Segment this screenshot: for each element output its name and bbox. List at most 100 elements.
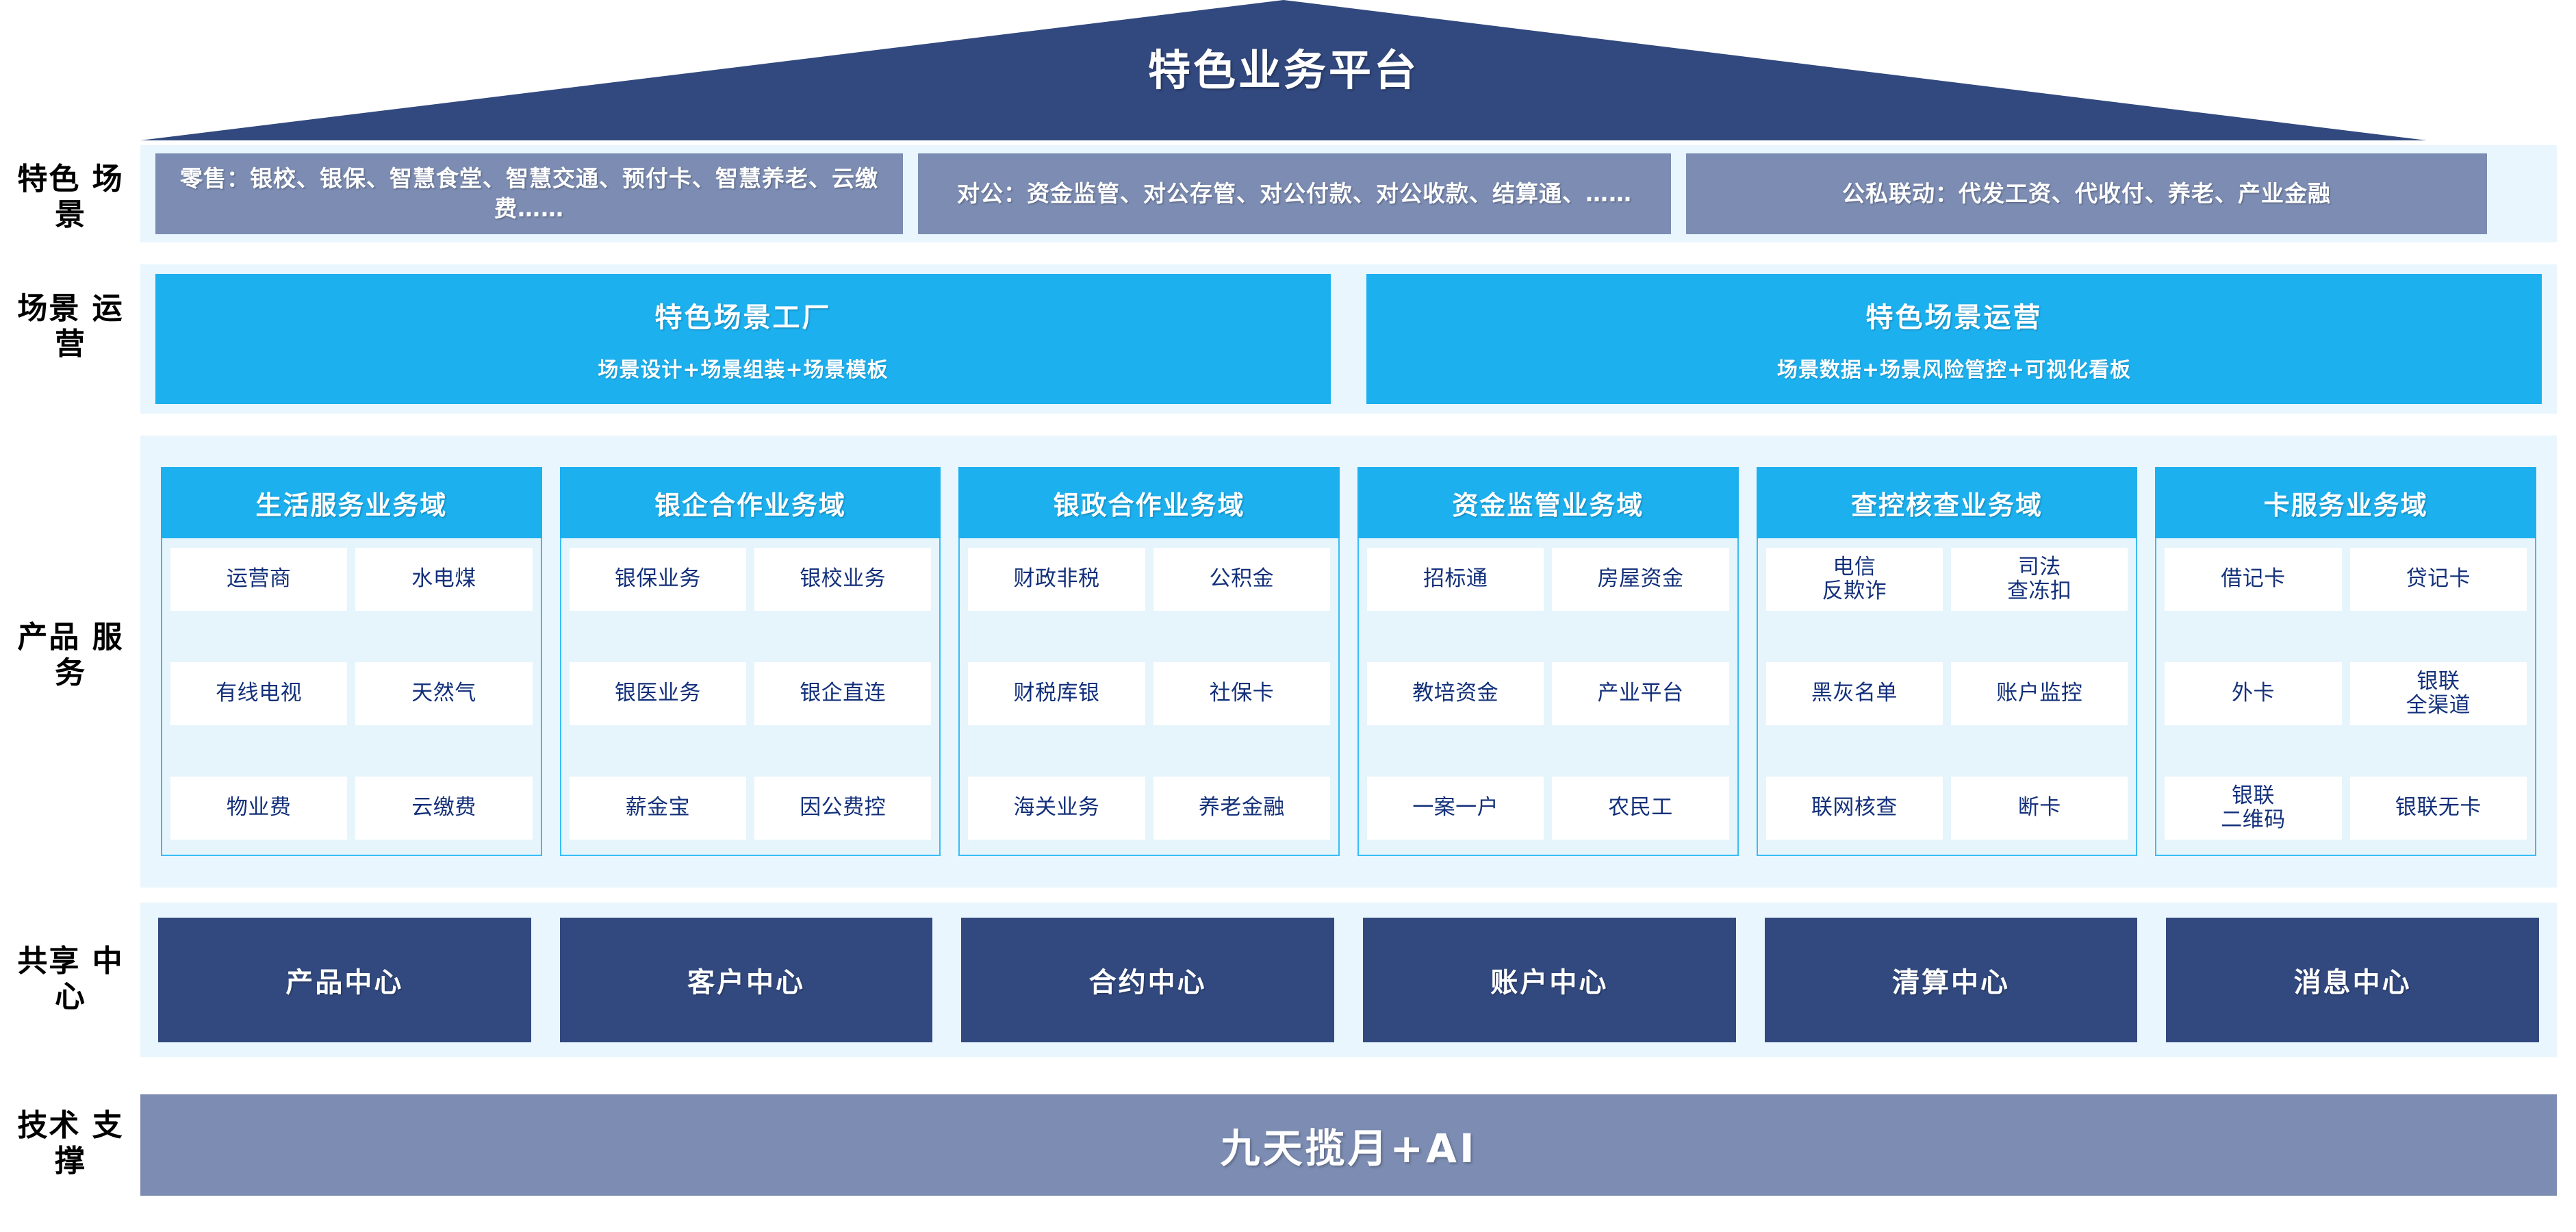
domain-tile[interactable]: 水电煤 — [355, 548, 533, 611]
domain-tile[interactable]: 联网核查 — [1765, 777, 1943, 840]
domain-tile-row: 招标通房屋资金 — [1367, 548, 1729, 611]
domain-body: 银保业务银校业务银医业务银企直连薪金宝因公费控 — [559, 538, 941, 856]
shared-center-box[interactable]: 消息中心 — [2166, 918, 2540, 1042]
domain-column: 银政合作业务域财政非税公积金财税库银社保卡海关业务养老金融 — [958, 467, 1340, 856]
domain-column: 资金监管业务域招标通房屋资金教培资金产业平台一案一户农民工 — [1357, 467, 1739, 856]
domain-tile-row: 财政非税公积金 — [968, 548, 1331, 611]
domain-tile-row: 薪金宝因公费控 — [569, 777, 932, 840]
domain-tile[interactable]: 银联无卡 — [2349, 777, 2527, 840]
scene-box-public-private[interactable]: 公私联动：代发工资、代收付、养老、产业金融 — [1686, 153, 2487, 234]
domain-tile-row: 电信 反欺诈司法 查冻扣 — [1765, 548, 2128, 611]
domain-tile[interactable]: 借记卡 — [2165, 548, 2342, 611]
shared-center-box[interactable]: 产品中心 — [158, 918, 531, 1042]
domain-column-list: 生活服务业务域运营商水电煤有线电视天然气物业费云缴费银企合作业务域银保业务银校业… — [140, 436, 2557, 888]
domain-tile[interactable]: 物业费 — [170, 777, 348, 840]
domain-tile[interactable]: 薪金宝 — [569, 777, 747, 840]
shared-center-box[interactable]: 客户中心 — [559, 918, 933, 1042]
domain-body: 借记卡贷记卡外卡银联 全渠道银联 二维码银联无卡 — [2155, 538, 2537, 856]
operation-box-scene-operation[interactable]: 特色场景运营 场景数据+场景风险管控+可视化看板 — [1366, 274, 2542, 404]
scene-box-retail[interactable]: 零售：银校、银保、智慧食堂、智慧交通、预付卡、智慧养老、云缴费…… — [155, 153, 903, 234]
domain-tile-row: 银医业务银企直连 — [569, 662, 932, 725]
domain-tile-row: 外卡银联 全渠道 — [2165, 662, 2527, 725]
domain-tile-row: 财税库银社保卡 — [968, 662, 1331, 725]
shared-center-box[interactable]: 清算中心 — [1764, 918, 2138, 1042]
domain-body: 财政非税公积金财税库银社保卡海关业务养老金融 — [958, 538, 1340, 856]
domain-tile-row: 物业费云缴费 — [170, 777, 533, 840]
operation-box-list: 特色场景工厂 场景设计+场景组装+场景模板 特色场景运营 场景数据+场景风险管控… — [140, 264, 2557, 414]
domain-column: 卡服务业务域借记卡贷记卡外卡银联 全渠道银联 二维码银联无卡 — [2155, 467, 2537, 856]
scene-band: 零售：银校、银保、智慧食堂、智慧交通、预付卡、智慧养老、云缴费…… 对公：资金监… — [140, 145, 2557, 242]
domain-tile[interactable]: 农民工 — [1552, 777, 1729, 840]
domain-tile[interactable]: 黑灰名单 — [1765, 662, 1943, 725]
domain-tile[interactable]: 财政非税 — [968, 548, 1145, 611]
domain-tile[interactable]: 电信 反欺诈 — [1765, 548, 1943, 611]
domain-tile[interactable]: 社保卡 — [1153, 662, 1331, 725]
domain-tile[interactable]: 养老金融 — [1153, 777, 1331, 840]
domain-tile-row: 海关业务养老金融 — [968, 777, 1331, 840]
domain-body: 电信 反欺诈司法 查冻扣黑灰名单账户监控联网核查断卡 — [1756, 538, 2138, 856]
shared-center-band: 产品中心客户中心合约中心账户中心清算中心消息中心 — [140, 903, 2557, 1057]
domain-tile[interactable]: 云缴费 — [355, 777, 533, 840]
domain-header[interactable]: 银企合作业务域 — [559, 467, 941, 538]
operation-box-scene-factory[interactable]: 特色场景工厂 场景设计+场景组装+场景模板 — [155, 274, 1331, 404]
domain-tile-row: 银保业务银校业务 — [569, 548, 932, 611]
roof-shape-icon — [140, 0, 2427, 140]
domain-header[interactable]: 资金监管业务域 — [1357, 467, 1739, 538]
domain-header[interactable]: 卡服务业务域 — [2155, 467, 2537, 538]
domain-header[interactable]: 银政合作业务域 — [958, 467, 1340, 538]
domain-tile[interactable]: 海关业务 — [968, 777, 1145, 840]
domain-tile-row: 一案一户农民工 — [1367, 777, 1729, 840]
domain-tile-row: 运营商水电煤 — [170, 548, 533, 611]
domain-tile[interactable]: 银医业务 — [569, 662, 747, 725]
domain-tile[interactable]: 司法 查冻扣 — [1951, 548, 2128, 611]
domain-tile-row: 黑灰名单账户监控 — [1765, 662, 2128, 725]
domain-tile[interactable]: 银联 全渠道 — [2349, 662, 2527, 725]
operation-subtitle: 场景设计+场景组装+场景模板 — [598, 358, 889, 382]
domain-tile[interactable]: 产业平台 — [1552, 662, 1729, 725]
domain-tile[interactable]: 贷记卡 — [2349, 548, 2527, 611]
operation-band: 特色场景工厂 场景设计+场景组装+场景模板 特色场景运营 场景数据+场景风险管控… — [140, 264, 2557, 414]
domain-tile-row: 联网核查断卡 — [1765, 777, 2128, 840]
domain-body: 招标通房屋资金教培资金产业平台一案一户农民工 — [1357, 538, 1739, 856]
operation-title: 特色场景运营 — [1865, 302, 2043, 334]
domain-tile[interactable]: 银校业务 — [754, 548, 932, 611]
domain-tile[interactable]: 银保业务 — [569, 548, 747, 611]
domain-tile[interactable]: 有线电视 — [170, 662, 348, 725]
row-label-operation: 场景 运营 — [17, 291, 124, 362]
row-label-tech-support: 技术 支撑 — [17, 1108, 124, 1179]
domain-tile[interactable]: 教培资金 — [1367, 662, 1544, 725]
domain-tile[interactable]: 财税库银 — [968, 662, 1145, 725]
page-title: 特色业务平台 — [1147, 45, 1419, 95]
row-label-scene: 特色 场景 — [17, 162, 124, 232]
domain-tile-row: 银联 二维码银联无卡 — [2165, 777, 2527, 840]
row-label-shared-center: 共享 中心 — [17, 944, 124, 1014]
domain-tile[interactable]: 外卡 — [2165, 662, 2342, 725]
domain-tile[interactable]: 招标通 — [1367, 548, 1544, 611]
domain-tile-row: 借记卡贷记卡 — [2165, 548, 2527, 611]
tech-support-band: 九天揽月+AI — [140, 1094, 2557, 1196]
domain-header[interactable]: 查控核查业务域 — [1756, 467, 2138, 538]
operation-title: 特色场景工厂 — [654, 302, 832, 334]
domain-tile[interactable]: 账户监控 — [1951, 662, 2128, 725]
domain-tile[interactable]: 房屋资金 — [1552, 548, 1729, 611]
row-label-product: 产品 服务 — [17, 620, 124, 690]
platform-header-roof: 特色业务平台 — [140, 0, 2427, 140]
domain-column: 生活服务业务域运营商水电煤有线电视天然气物业费云缴费 — [161, 467, 542, 856]
domain-tile[interactable]: 运营商 — [170, 548, 348, 611]
domain-tile[interactable]: 因公费控 — [754, 777, 932, 840]
scene-box-corporate[interactable]: 对公：资金监管、对公存管、对公付款、对公收款、结算通、…… — [918, 153, 1671, 234]
domain-tile[interactable]: 银联 二维码 — [2165, 777, 2342, 840]
domain-tile[interactable]: 公积金 — [1153, 548, 1331, 611]
domain-header[interactable]: 生活服务业务域 — [161, 467, 542, 538]
domain-tile[interactable]: 一案一户 — [1367, 777, 1544, 840]
scene-box-list: 零售：银校、银保、智慧食堂、智慧交通、预付卡、智慧养老、云缴费…… 对公：资金监… — [140, 145, 2557, 242]
operation-subtitle: 场景数据+场景风险管控+可视化看板 — [1776, 358, 2132, 382]
domain-column: 查控核查业务域电信 反欺诈司法 查冻扣黑灰名单账户监控联网核查断卡 — [1756, 467, 2138, 856]
shared-center-box[interactable]: 合约中心 — [961, 918, 1335, 1042]
domain-tile[interactable]: 天然气 — [355, 662, 533, 725]
domain-tile[interactable]: 银企直连 — [754, 662, 932, 725]
shared-center-box[interactable]: 账户中心 — [1363, 918, 1736, 1042]
domain-tile[interactable]: 断卡 — [1951, 777, 2128, 840]
tech-support-title: 九天揽月+AI — [1220, 1125, 1477, 1172]
